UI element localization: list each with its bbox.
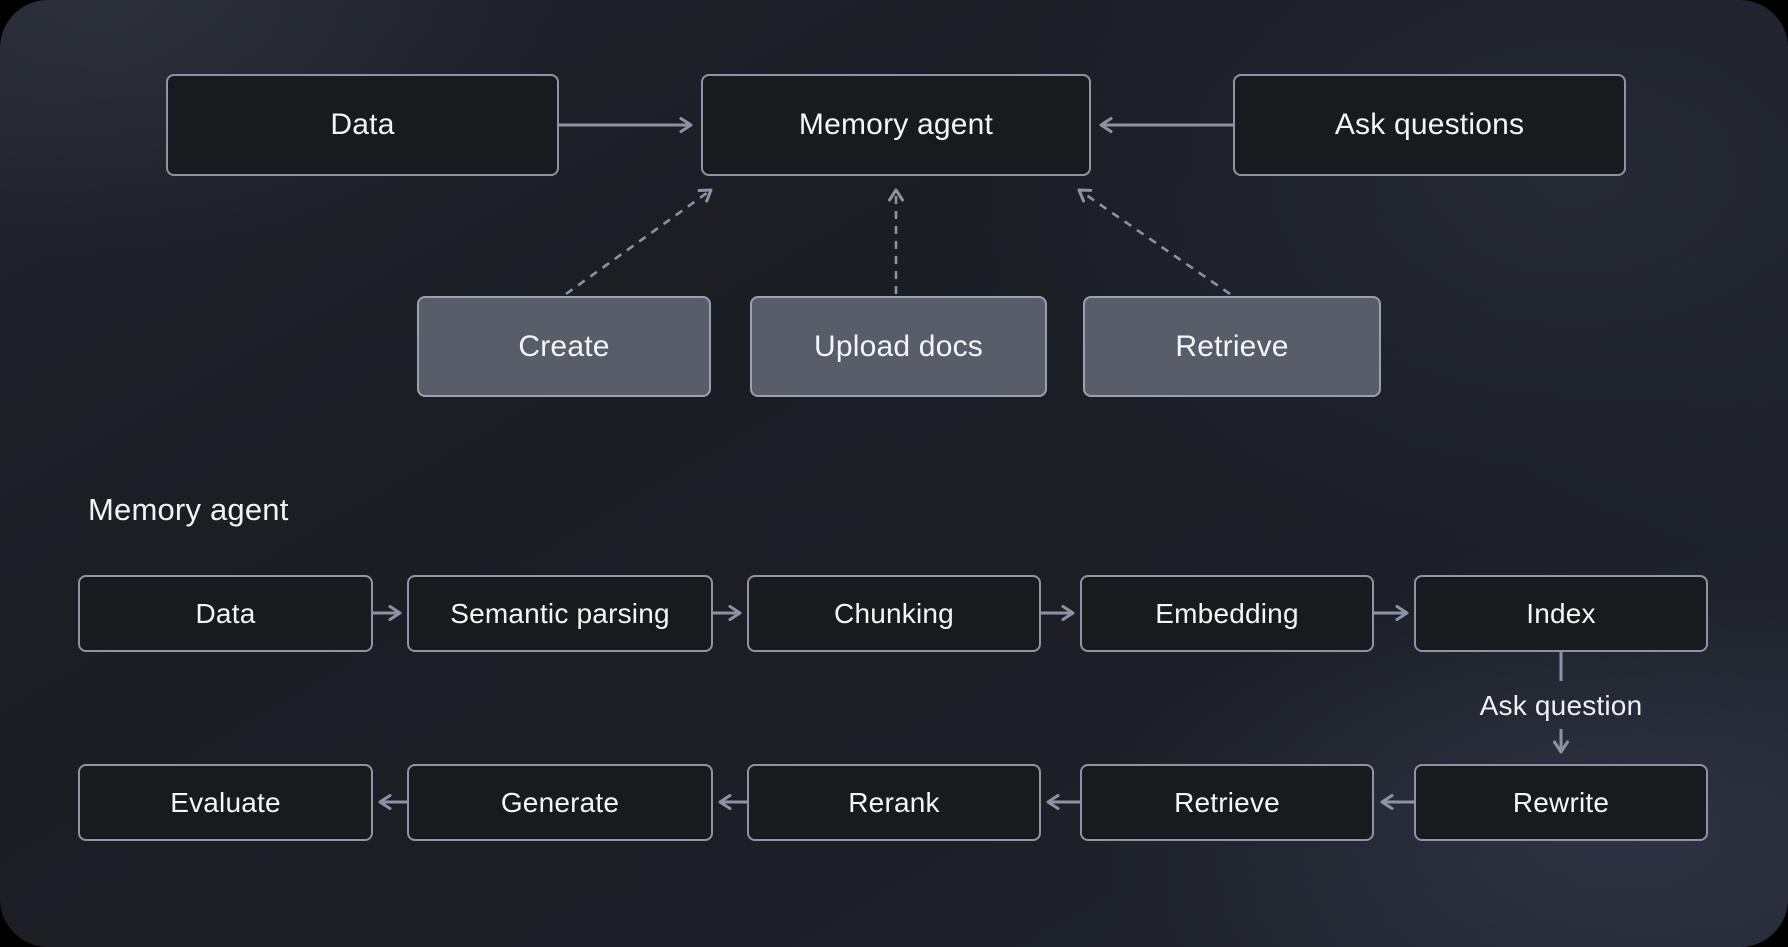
node-upload-docs: Upload docs — [750, 296, 1047, 397]
node-pipeline-semantic-parsing: Semantic parsing — [407, 575, 713, 652]
edge-retrieve-to-memory-agent — [1077, 188, 1231, 296]
node-pipeline-retrieve: Retrieve — [1080, 764, 1374, 841]
node-pipeline-rerank: Rerank — [747, 764, 1041, 841]
node-pipeline-rewrite: Rewrite — [1414, 764, 1708, 841]
node-ask-questions: Ask questions — [1233, 74, 1626, 176]
node-pipeline-data: Data — [78, 575, 373, 652]
section-title-memory-agent: Memory agent — [88, 492, 289, 527]
node-memory-agent: Memory agent — [701, 74, 1091, 176]
node-create: Create — [417, 296, 711, 397]
node-retrieve-action: Retrieve — [1083, 296, 1381, 397]
edge-create-to-memory-agent — [565, 188, 713, 296]
node-pipeline-generate: Generate — [407, 764, 713, 841]
node-pipeline-embedding: Embedding — [1080, 575, 1374, 652]
edge-label-ask-question: Ask question — [1479, 690, 1643, 721]
node-pipeline-chunking: Chunking — [747, 575, 1041, 652]
node-pipeline-evaluate: Evaluate — [78, 764, 373, 841]
node-data: Data — [166, 74, 559, 176]
node-pipeline-index: Index — [1414, 575, 1708, 652]
